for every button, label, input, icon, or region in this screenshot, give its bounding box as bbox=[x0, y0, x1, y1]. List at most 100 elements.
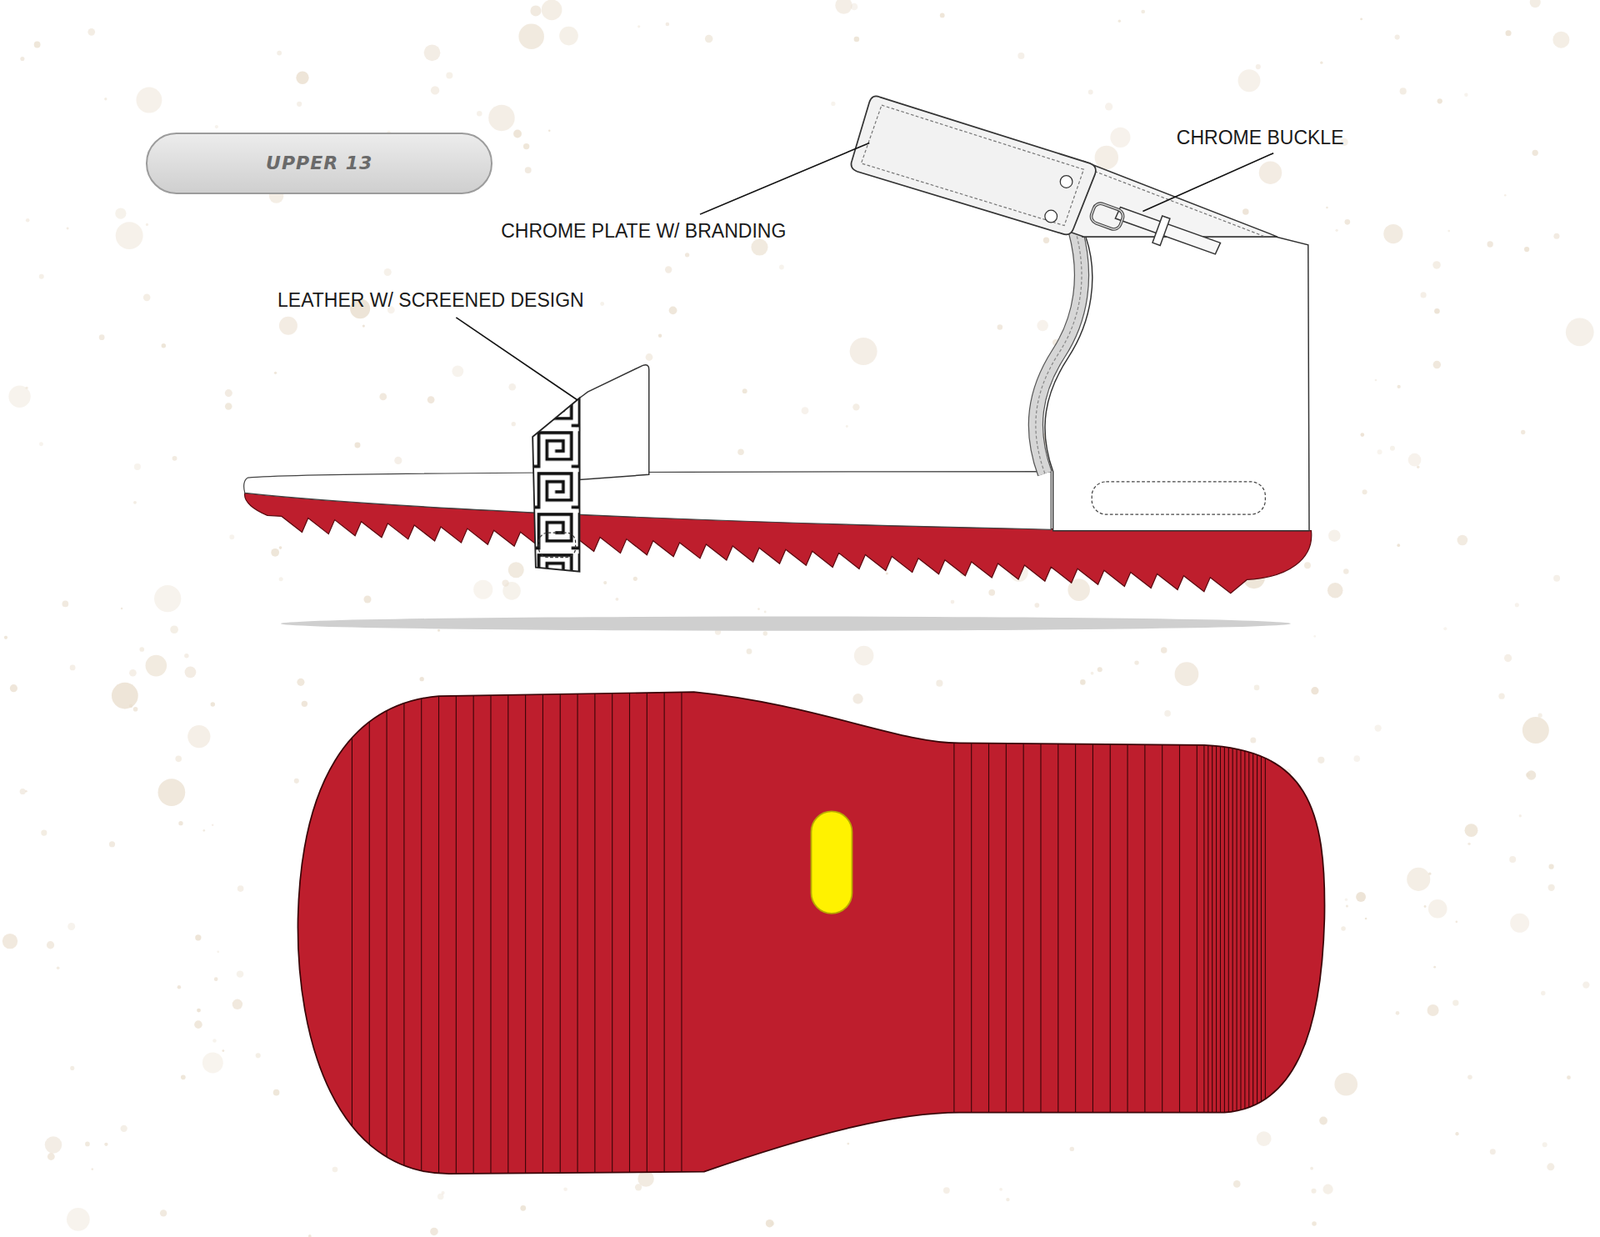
splatter-dot bbox=[1374, 724, 1381, 731]
splatter-dot bbox=[120, 607, 124, 610]
splatter-dot bbox=[295, 71, 309, 85]
splatter-dot bbox=[8, 385, 30, 408]
title-pill: UPPER 13 bbox=[145, 132, 493, 194]
splatter-dot bbox=[603, 580, 607, 585]
splatter-dot bbox=[1532, 150, 1539, 156]
splatter-dot bbox=[1452, 999, 1459, 1005]
splatter-dot bbox=[279, 576, 284, 581]
splatter-dot bbox=[237, 885, 245, 892]
buckle bbox=[1089, 201, 1125, 232]
splatter-dot bbox=[273, 1089, 280, 1096]
splatter-dot bbox=[195, 934, 201, 940]
splatter-dot bbox=[1325, 206, 1329, 210]
rib-line bbox=[507, 673, 509, 1184]
splatter-dot bbox=[1396, 543, 1400, 547]
splatter-dot bbox=[1510, 913, 1530, 933]
splatter-dot bbox=[1164, 710, 1171, 717]
splatter-dot bbox=[658, 334, 662, 338]
splatter-dot bbox=[1110, 127, 1130, 148]
rivet bbox=[1060, 175, 1073, 189]
splatter-dot bbox=[1034, 602, 1040, 608]
splatter-dot bbox=[1340, 925, 1346, 931]
rib-line bbox=[369, 673, 370, 1184]
splatter-dot bbox=[1343, 568, 1350, 575]
splatter-dot bbox=[1433, 360, 1441, 369]
heel-patch bbox=[1091, 481, 1265, 515]
splatter-dot bbox=[1256, 1130, 1272, 1146]
splatter-dot bbox=[501, 579, 509, 586]
splatter-dot bbox=[115, 207, 126, 219]
splatter-dot bbox=[1334, 1072, 1358, 1096]
plate-stitch bbox=[860, 105, 1084, 225]
splatter-dot bbox=[563, 1186, 568, 1191]
splatter-dot bbox=[229, 534, 235, 540]
splatter-dot bbox=[1175, 661, 1200, 686]
splatter-dot bbox=[1504, 194, 1506, 196]
rib-line bbox=[577, 673, 579, 1184]
rib-line bbox=[664, 673, 665, 1184]
splatter-dot bbox=[66, 227, 70, 230]
splatter-dot bbox=[1360, 432, 1365, 437]
splatter-dot bbox=[1538, 713, 1543, 718]
splatter-dot bbox=[1546, 1162, 1555, 1170]
splatter-dot bbox=[384, 268, 392, 276]
splatter-dot bbox=[935, 680, 943, 687]
buckle-highlight bbox=[1089, 201, 1125, 232]
splatter-dot bbox=[184, 653, 189, 658]
splatter-dot bbox=[1427, 1004, 1440, 1016]
splatter-dot bbox=[1345, 898, 1348, 901]
splatter-dot bbox=[1520, 430, 1525, 435]
splatter-dot bbox=[211, 823, 214, 825]
splatter-dot bbox=[210, 701, 216, 707]
toe-strap-pattern bbox=[532, 398, 580, 572]
rib-line bbox=[1256, 673, 1258, 1184]
splatter-dot bbox=[1524, 246, 1530, 252]
outsole-bottom bbox=[297, 691, 1325, 1174]
rib-line bbox=[1211, 673, 1213, 1184]
rib-line bbox=[988, 673, 990, 1184]
rib-line bbox=[1207, 673, 1209, 1184]
splatter-dot bbox=[180, 1074, 186, 1080]
splatter-dot bbox=[34, 41, 41, 49]
heel-counter bbox=[1045, 236, 1310, 531]
splatter-dot bbox=[62, 600, 70, 608]
rib-line bbox=[455, 673, 457, 1184]
splatter-dot bbox=[850, 337, 878, 365]
splatter-dot bbox=[665, 265, 672, 273]
splatter-dot bbox=[1540, 990, 1545, 995]
rib-line bbox=[594, 673, 595, 1184]
splatter-dot bbox=[430, 85, 440, 95]
rib-line bbox=[953, 673, 955, 1184]
splatter-dot bbox=[187, 725, 210, 748]
splatter-dot bbox=[1522, 716, 1550, 744]
splatter-dot bbox=[950, 600, 955, 605]
splatter-dot bbox=[301, 700, 308, 707]
splatter-dot bbox=[296, 101, 302, 107]
splatter-dot bbox=[1310, 686, 1319, 695]
rib-line bbox=[680, 673, 682, 1184]
footbed bbox=[244, 471, 1052, 530]
splatter-dot bbox=[1416, 465, 1420, 468]
leader-line bbox=[455, 317, 578, 400]
splatter-dot bbox=[520, 1205, 526, 1211]
splatter-dot bbox=[835, 0, 852, 15]
splatter-dot bbox=[178, 820, 183, 825]
rib-line bbox=[1040, 673, 1041, 1184]
splatter-dot bbox=[988, 589, 995, 596]
splatter-dot bbox=[420, 676, 425, 681]
rib-line bbox=[1228, 673, 1230, 1184]
splatter-dot bbox=[177, 985, 181, 989]
splatter-dot bbox=[854, 645, 875, 666]
splatter-dot bbox=[1345, 219, 1351, 225]
splatter-dot bbox=[1397, 385, 1401, 389]
splatter-dot bbox=[451, 365, 464, 378]
splatter-dot bbox=[1313, 635, 1316, 638]
splatter-dot bbox=[437, 1193, 445, 1200]
splatter-dot bbox=[202, 829, 205, 832]
splatter-dot bbox=[665, 22, 670, 27]
splatter-dot bbox=[1542, 1141, 1548, 1147]
splatter-dot bbox=[779, 265, 785, 270]
splatter-dot bbox=[185, 665, 197, 678]
splatter-dot bbox=[1455, 920, 1459, 924]
